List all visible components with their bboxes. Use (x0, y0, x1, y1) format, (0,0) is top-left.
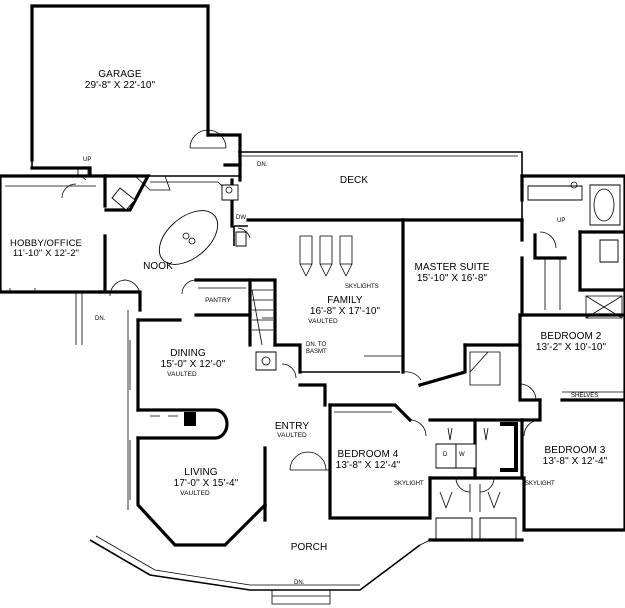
porch-name: PORCH (290, 542, 328, 553)
bedroom-2-label: BEDROOM 2 13'-2" X 10'-10" (535, 331, 607, 353)
master-bath (520, 174, 625, 319)
family-label: FAMILY 16'-8" X 17'-10" VAULTED (308, 295, 381, 326)
entry-note: VAULTED (277, 431, 307, 439)
hall-baths (428, 418, 524, 542)
skylight-b3-note: SKYLIGHT (525, 481, 555, 487)
dn-basement-note: DN. TO BASMT (306, 342, 327, 355)
pantry-label: PANTRY (205, 297, 231, 305)
bedroom-3-dims: 13'-8" X 12'-4" (542, 455, 608, 467)
bedroom-3-label: BEDROOM 3 13'-8" X 12'-4" (542, 445, 608, 467)
living-dims: 17'-0" X 15'-4" (173, 477, 239, 489)
hobby-name: HOBBY/OFFICE (10, 238, 82, 249)
master-suite-dims: 15'-10" X 16'-8" (416, 272, 488, 284)
porch-label: PORCH (290, 542, 328, 554)
skylight-b4-note: SKYLIGHT (394, 481, 424, 487)
up-master-bath-note: UP (557, 218, 566, 224)
bedroom-2-walls (518, 313, 625, 402)
family-dims: 16'-8" X 17'-10" (309, 305, 381, 317)
dining-dims: 15'-0" X 12'-0" (160, 358, 226, 370)
bedroom-4-label: BEDROOM 4 13'-8" X 12'-4" (335, 449, 401, 471)
bedroom-4-dims: 13'-8" X 12'-4" (335, 459, 401, 471)
dryer-note: D (443, 452, 448, 458)
hobby-label: HOBBY/OFFICE 11'-10" X 12'-2" (10, 239, 82, 259)
entry-name: ENTRY (274, 421, 310, 432)
kitchen-nook (103, 174, 251, 265)
bedroom-2-dims: 13'-2" X 10'-10" (535, 341, 607, 353)
family-walls (246, 218, 405, 379)
nook-name: NOOK (143, 261, 173, 272)
washer-note: W (459, 452, 465, 458)
master-suite-label: MASTER SUITE 15'-10" X 16'-8" (414, 262, 490, 284)
dining-walls (129, 318, 229, 440)
bedroom-3-walls (520, 398, 625, 532)
dining-label: DINING 15'-0" X 12'-0" VAULTED (160, 348, 226, 379)
living-walls (129, 436, 268, 547)
skylights-note: SKYLIGHTS (345, 284, 379, 290)
dn-porch-note: DN. (294, 580, 305, 586)
nook-label: NOOK (143, 261, 173, 273)
deck-name: DECK (339, 175, 369, 186)
deck-label: DECK (339, 175, 369, 187)
entry-walls (263, 383, 330, 522)
dining-note: VAULTED (167, 371, 197, 378)
living-label: LIVING 17'-0" X 15'-4" VAULTED (173, 467, 239, 498)
hobby-dims: 11'-10" X 12'-2" (12, 247, 80, 259)
nook-doors (75, 279, 142, 345)
living-note: VAULTED (180, 490, 210, 497)
garage-dims: 29'-8" X 22'-10" (84, 79, 156, 91)
bedroom-2-name: BEDROOM 2 (540, 331, 602, 342)
shelves-note: SHELVES (571, 393, 599, 399)
dn-deck-note: DN. (257, 162, 268, 168)
dn-hobby-note: DN. (95, 316, 106, 322)
master-suite-name: MASTER SUITE (414, 262, 490, 273)
pantry-stairs (181, 278, 277, 347)
pantry-name: PANTRY (205, 297, 231, 304)
up-garage-note: UP (83, 157, 92, 163)
bedroom-4-name: BEDROOM 4 (337, 449, 399, 460)
garage-name: GARAGE (98, 69, 142, 80)
porch-outline (89, 310, 431, 605)
garage-connector (30, 133, 242, 182)
bedroom-3-name: BEDROOM 3 (544, 445, 606, 456)
entry-label: ENTRY VAULTED (274, 421, 310, 439)
bedroom-4-walls (328, 403, 432, 520)
living-name: LIVING (184, 467, 218, 478)
master-suite-walls (401, 218, 524, 387)
deck-outline (238, 151, 523, 220)
hobby-office-walls (0, 174, 107, 294)
garage-label: GARAGE 29'-8" X 22'-10" (84, 69, 156, 91)
family-note: VAULTED (308, 318, 338, 325)
dishwasher-note: DW (236, 215, 246, 221)
family-name: FAMILY (327, 295, 363, 306)
dining-name: DINING (170, 348, 206, 359)
